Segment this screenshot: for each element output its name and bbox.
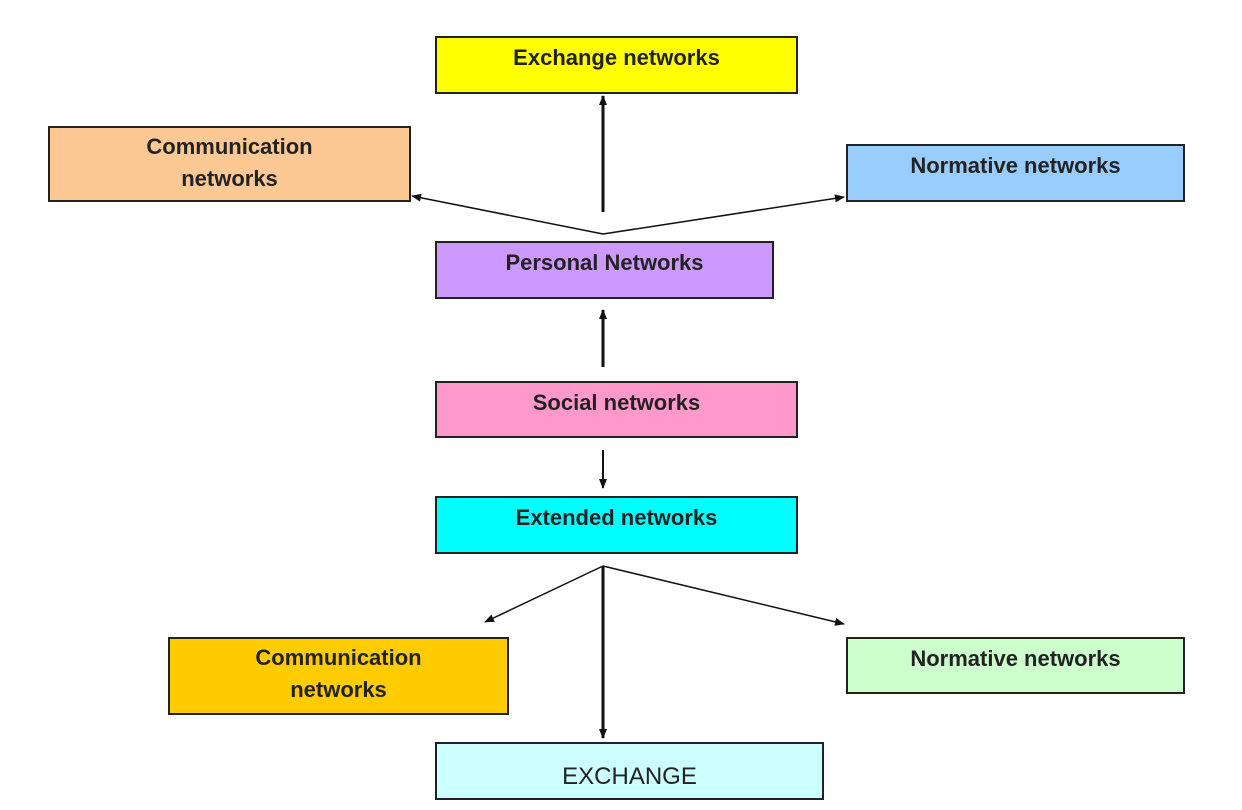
node-label: Normative networks — [910, 153, 1121, 178]
node-label: Extended networks — [515, 505, 718, 530]
node-label: Communication — [146, 134, 313, 159]
node-normative-networks-top: Normative networks — [846, 144, 1185, 202]
node-label: Exchange networks — [513, 45, 720, 70]
node-communication-networks-top: Communication networks — [48, 126, 411, 202]
node-label: Normative networks — [910, 646, 1121, 671]
node-label: networks — [290, 677, 387, 702]
node-exchange-networks: Exchange networks — [435, 36, 798, 94]
arrow-personal-to-communication — [411, 193, 604, 235]
node-label: Social networks — [532, 390, 701, 415]
node-label: Personal Networks — [505, 250, 704, 275]
node-personal-networks: Personal Networks — [435, 241, 774, 299]
node-extended-networks: Extended networks — [435, 496, 798, 554]
node-normative-networks-bottom: Normative networks — [846, 637, 1185, 694]
arrow-extended-to-communication — [484, 565, 604, 623]
node-label: networks — [181, 166, 278, 191]
node-communication-networks-bottom: Communication networks — [168, 637, 509, 715]
arrow-personal-to-normative — [602, 194, 845, 235]
node-label: EXCHANGE — [562, 763, 697, 790]
node-social-networks: Social networks — [435, 381, 798, 438]
node-label: Communication — [255, 645, 422, 670]
arrow-extended-to-normative — [602, 565, 845, 626]
node-exchange: EXCHANGE — [435, 742, 824, 800]
